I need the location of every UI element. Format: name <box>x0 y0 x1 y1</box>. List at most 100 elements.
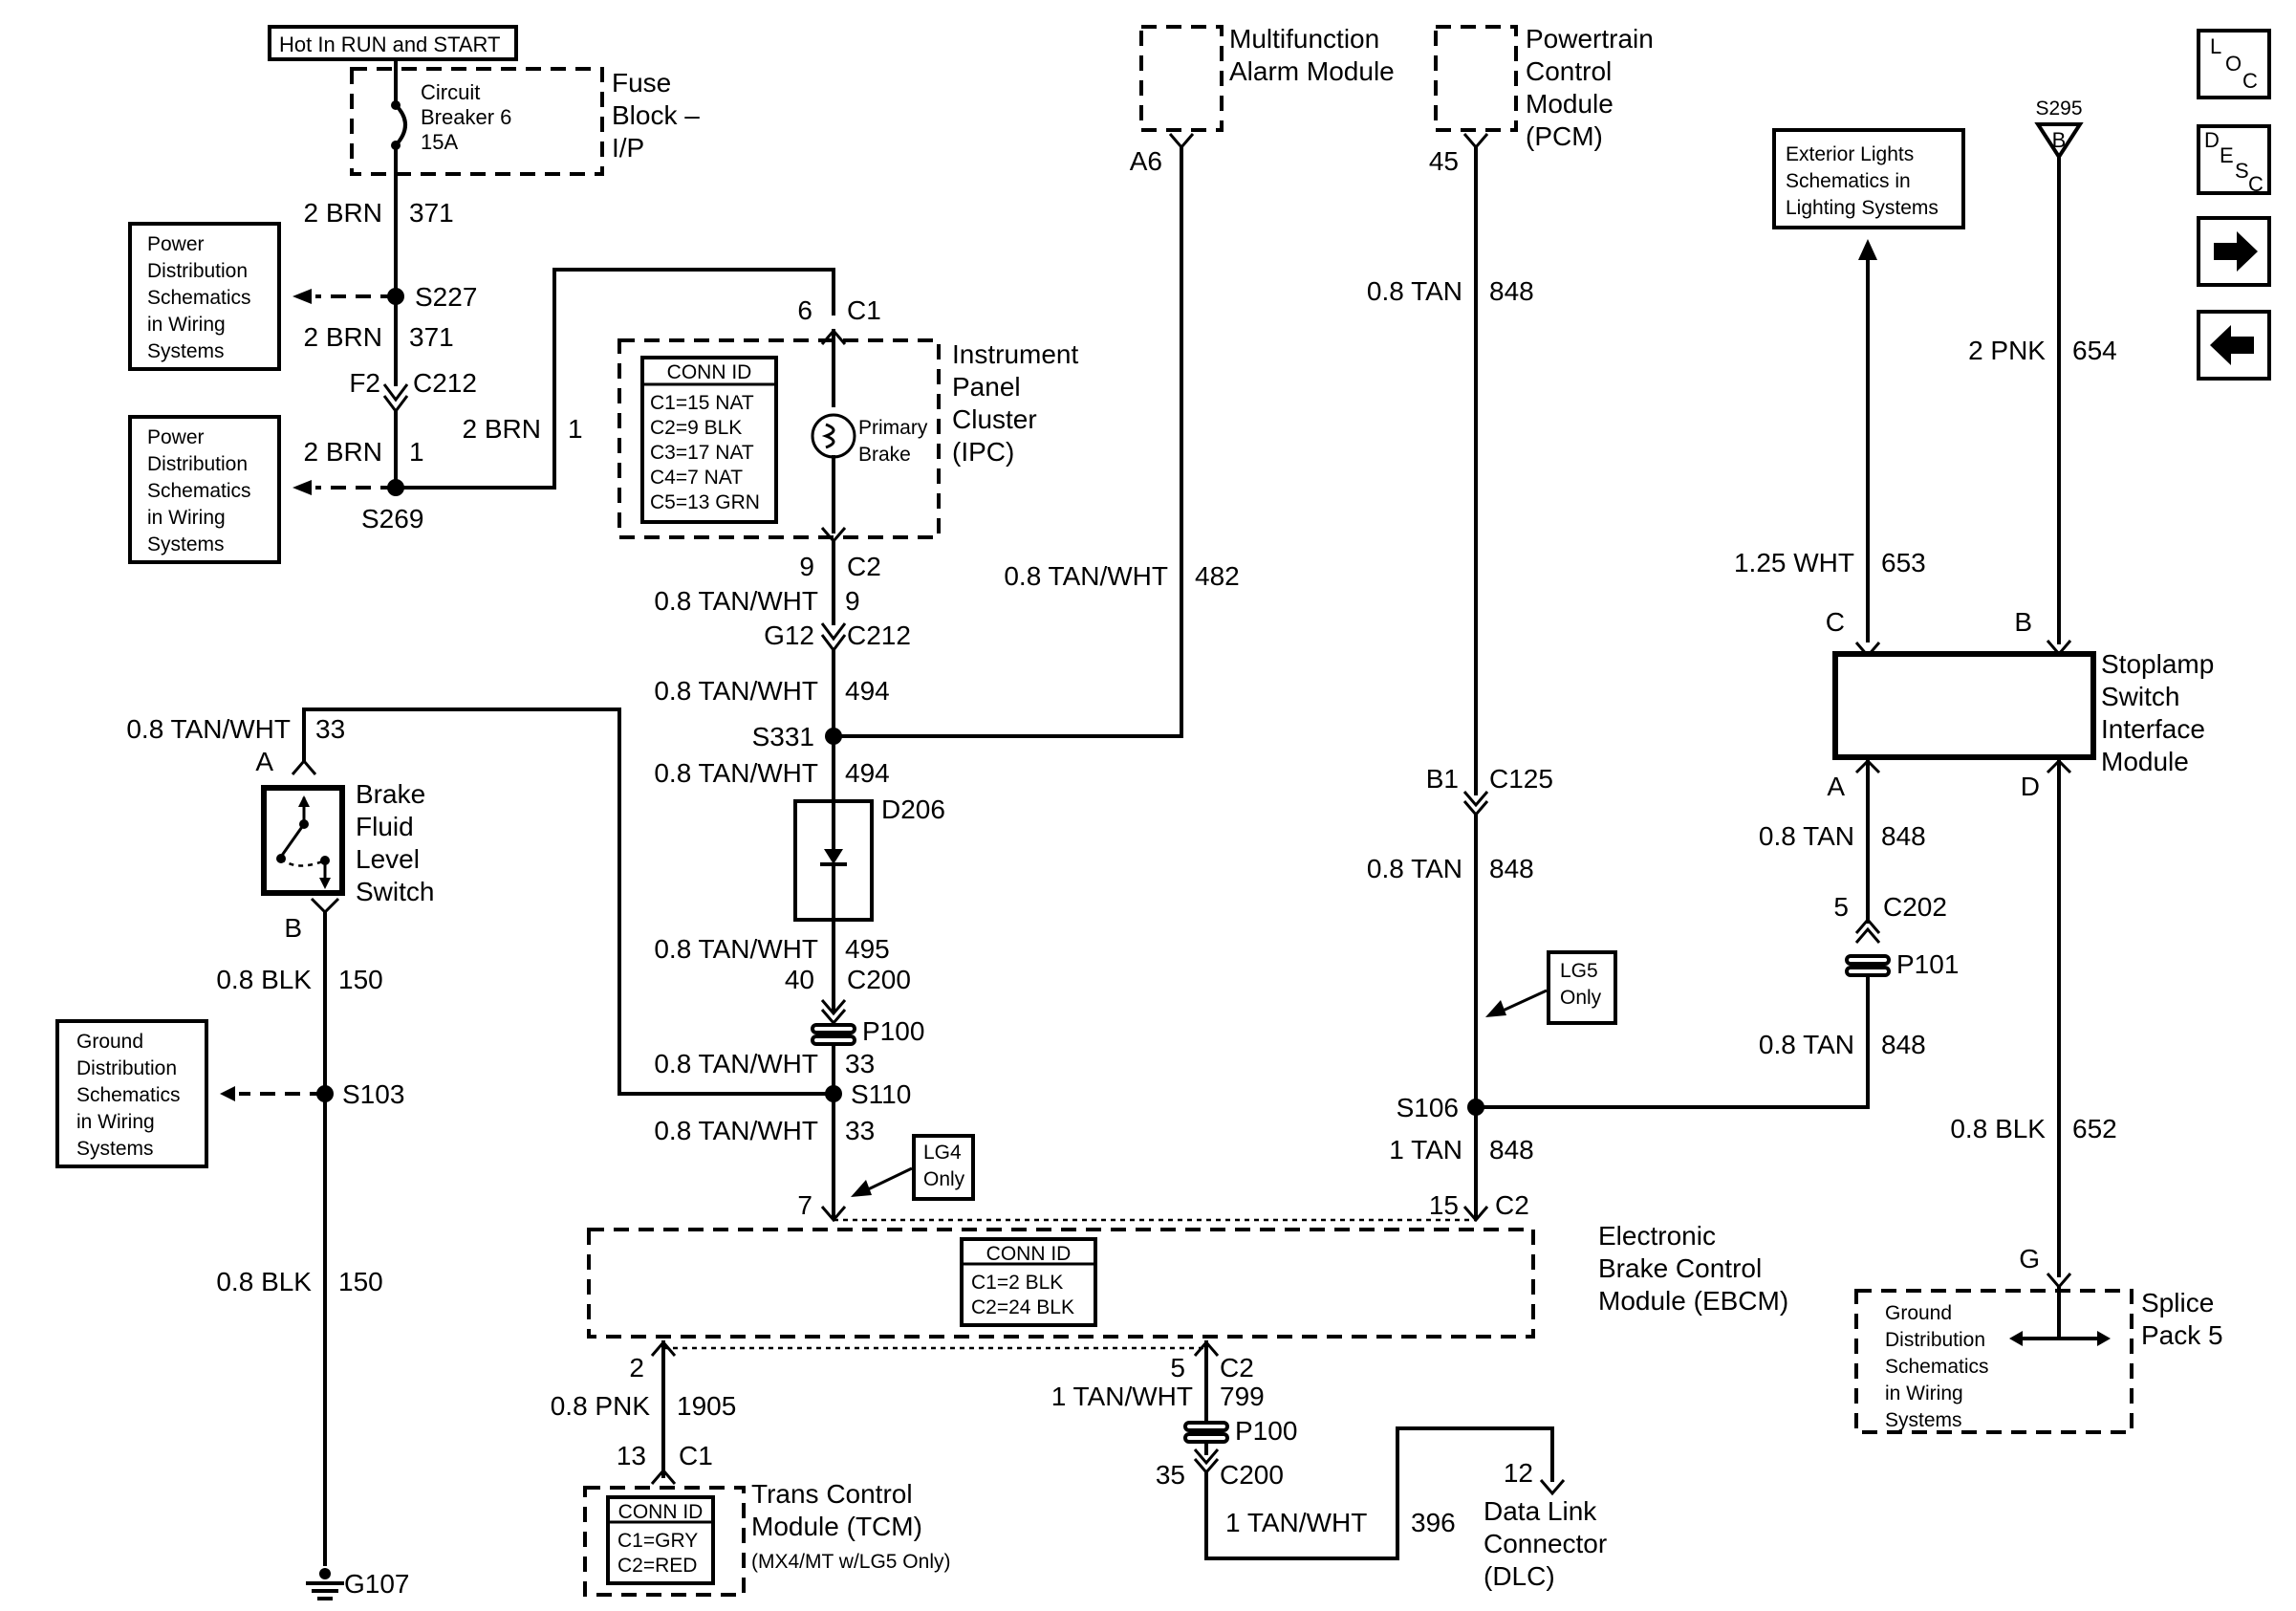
splice-pack-5-outline <box>1854 1289 2134 1434</box>
svg-text:33: 33 <box>315 714 345 744</box>
svg-text:Module (TCM): Module (TCM) <box>751 1512 922 1541</box>
dlc-section: 5 C2 1 TAN/WHT 799 P100 35 C200 1 TAN/WH… <box>1051 1339 1607 1591</box>
svg-text:494: 494 <box>845 676 890 706</box>
svg-text:C200: C200 <box>847 965 911 994</box>
svg-text:848: 848 <box>1489 276 1534 306</box>
ebcm-outline <box>587 1228 1535 1339</box>
svg-text:(DLC): (DLC) <box>1484 1561 1555 1591</box>
svg-text:Systems: Systems <box>1885 1409 1962 1431</box>
svg-text:1905: 1905 <box>677 1391 736 1421</box>
wire-482 <box>832 145 1183 738</box>
svg-text:C: C <box>2242 69 2258 93</box>
description-button[interactable]: D E S C <box>2197 124 2271 196</box>
svg-text:0.8 TAN/WHT: 0.8 TAN/WHT <box>654 1049 818 1078</box>
svg-text:C200: C200 <box>1220 1460 1284 1490</box>
tcm-section: 2 0.8 PNK 1905 13 C1 CONN ID C1=GRY C2=R… <box>551 1339 950 1597</box>
primary-brake-bulb <box>811 413 856 459</box>
svg-text:0.8 TAN/WHT: 0.8 TAN/WHT <box>654 676 818 706</box>
next-page-button[interactable] <box>2197 216 2271 287</box>
svg-text:Cluster: Cluster <box>952 404 1037 434</box>
svg-text:Systems: Systems <box>147 533 225 555</box>
svg-text:Distribution: Distribution <box>1885 1329 1985 1351</box>
svg-text:in Wiring: in Wiring <box>1885 1382 1963 1404</box>
svg-text:494: 494 <box>845 758 890 788</box>
svg-text:P100: P100 <box>862 1016 924 1046</box>
svg-text:13: 13 <box>617 1441 646 1470</box>
svg-text:P101: P101 <box>1896 949 1959 979</box>
svg-text:F2: F2 <box>349 368 380 398</box>
svg-text:Level: Level <box>356 844 420 874</box>
power-distribution-box-1[interactable] <box>128 222 281 371</box>
previous-page-button[interactable] <box>2197 310 2271 381</box>
arrow-right-icon <box>2214 231 2258 272</box>
svg-text:Schematics: Schematics <box>1885 1356 1989 1378</box>
svg-text:848: 848 <box>1489 854 1534 883</box>
svg-text:5: 5 <box>1833 892 1849 922</box>
hot-in-run-start-box <box>268 25 518 61</box>
svg-text:C: C <box>1826 607 1845 637</box>
power-distribution-box-2[interactable] <box>128 415 281 564</box>
svg-text:G107: G107 <box>344 1569 410 1599</box>
svg-text:Brake Control: Brake Control <box>1598 1253 1762 1283</box>
svg-text:CONN ID: CONN ID <box>618 1501 704 1523</box>
svg-text:C5=13 GRN: C5=13 GRN <box>650 491 760 513</box>
tcm-outline <box>583 1486 746 1597</box>
svg-text:D206: D206 <box>881 795 945 824</box>
ebcm-section: CONN ID C1=2 BLK C2=24 BLK Electronic Br… <box>587 1218 1788 1350</box>
svg-text:C1=2 BLK: C1=2 BLK <box>971 1272 1063 1294</box>
svg-text:0.8 TAN: 0.8 TAN <box>1759 1030 1854 1059</box>
svg-text:L: L <box>2210 34 2221 58</box>
fuse-block-outline <box>350 67 604 176</box>
svg-text:Module (EBCM): Module (EBCM) <box>1598 1286 1788 1316</box>
svg-text:33: 33 <box>845 1116 875 1145</box>
svg-text:1 TAN: 1 TAN <box>1389 1135 1462 1165</box>
svg-text:9: 9 <box>845 586 860 616</box>
svg-text:Ground: Ground <box>1885 1302 1952 1324</box>
svg-text:in Wiring: in Wiring <box>147 314 226 336</box>
svg-text:Lighting Systems: Lighting Systems <box>1786 197 1939 219</box>
svg-text:0.8 TAN/WHT: 0.8 TAN/WHT <box>654 934 818 964</box>
svg-text:Alarm Module: Alarm Module <box>1229 56 1395 86</box>
svg-text:S295: S295 <box>2035 98 2082 120</box>
svg-text:2 BRN: 2 BRN <box>304 437 382 467</box>
svg-text:1: 1 <box>409 437 424 467</box>
svg-text:Connector: Connector <box>1484 1529 1607 1558</box>
stoplamp-module-box <box>1832 651 2096 760</box>
svg-text:0.8 TAN/WHT: 0.8 TAN/WHT <box>654 758 818 788</box>
ground-distribution-box[interactable] <box>55 1019 208 1168</box>
alarm-module-outline <box>1139 25 1224 132</box>
svg-text:S331: S331 <box>752 722 814 751</box>
ground-g107-symbol <box>306 1568 344 1600</box>
p101-connector <box>1845 954 1891 966</box>
alarm-module-name: Multifunction <box>1229 24 1379 54</box>
svg-text:B: B <box>2052 128 2067 152</box>
svg-text:Exterior Lights: Exterior Lights <box>1786 143 1914 165</box>
svg-text:Switch: Switch <box>2101 682 2179 711</box>
svg-text:2 PNK: 2 PNK <box>1968 336 2046 365</box>
svg-text:0.8 TAN: 0.8 TAN <box>1759 821 1854 851</box>
exterior-lights-box[interactable] <box>1772 128 1965 229</box>
svg-text:(IPC): (IPC) <box>952 437 1014 467</box>
svg-text:B1: B1 <box>1426 764 1459 794</box>
svg-text:A: A <box>1827 772 1845 801</box>
svg-text:Schematics: Schematics <box>147 480 251 502</box>
svg-text:0.8 TAN/WHT: 0.8 TAN/WHT <box>1004 561 1168 591</box>
s295-triangle <box>2034 122 2084 161</box>
svg-text:848: 848 <box>1881 821 1926 851</box>
svg-text:0.8 TAN: 0.8 TAN <box>1367 854 1462 883</box>
svg-text:12: 12 <box>1504 1458 1533 1488</box>
svg-text:Panel: Panel <box>952 372 1021 402</box>
svg-text:Ground: Ground <box>76 1031 143 1053</box>
svg-text:35: 35 <box>1156 1460 1185 1490</box>
svg-text:0.8 TAN/WHT: 0.8 TAN/WHT <box>654 1116 818 1145</box>
svg-text:652: 652 <box>2072 1114 2117 1143</box>
arrow-left-icon <box>2210 325 2254 365</box>
ipc-outline <box>617 338 941 539</box>
svg-text:15A: 15A <box>421 130 458 154</box>
ipc-name: Instrument <box>952 339 1078 369</box>
location-button[interactable]: L O C <box>2197 29 2271 99</box>
svg-text:P100: P100 <box>1235 1416 1297 1446</box>
svg-text:654: 654 <box>2072 336 2117 365</box>
svg-text:2 BRN: 2 BRN <box>304 322 382 352</box>
